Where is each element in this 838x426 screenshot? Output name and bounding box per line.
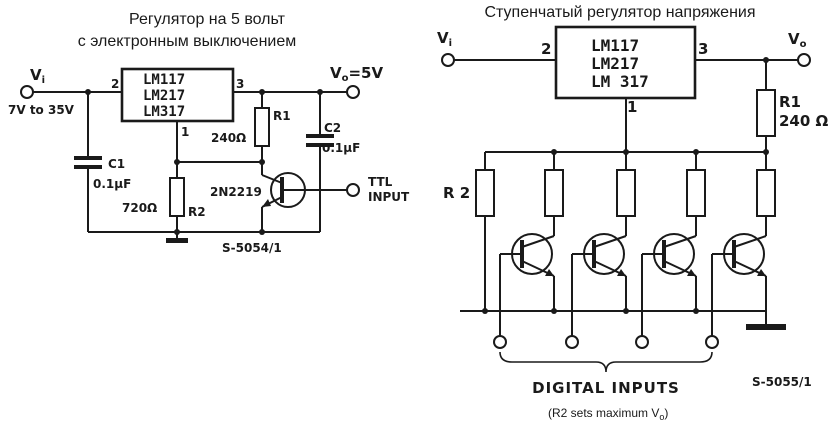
left-pin-in: 2 xyxy=(111,77,119,91)
right-note: (R2 sets maximum Vo) xyxy=(548,406,668,422)
left-r1-value: 240Ω xyxy=(211,131,246,145)
digital-input-1[interactable] xyxy=(493,335,507,349)
right-transistor-2 xyxy=(571,233,627,336)
left-ttl-input[interactable]: TTL INPUT xyxy=(346,175,410,204)
left-transistor-2n2219: 2N2219 xyxy=(210,162,347,232)
left-vout-label: Vo=5V xyxy=(330,64,383,84)
left-chip-line-3: LM317 xyxy=(143,104,185,120)
right-transistor-1 xyxy=(499,233,555,336)
right-r1-name: R1 xyxy=(779,93,801,111)
digital-input-2[interactable] xyxy=(565,335,579,349)
digital-input-4[interactable] xyxy=(705,335,719,349)
right-regulator-chip: LM117 LM217 LM 317 2 3 1 xyxy=(541,25,708,116)
left-c2-capacitor: C2 0.1μF xyxy=(306,89,360,232)
left-c2-name: C2 xyxy=(324,121,341,135)
left-transistor-label: 2N2219 xyxy=(210,185,262,199)
left-r1-name: R1 xyxy=(273,109,291,123)
right-pin-adj: 1 xyxy=(627,98,637,116)
right-vout-label: Vo xyxy=(788,30,807,50)
right-inputs-label: DIGITAL INPUTS xyxy=(532,379,680,397)
right-input-terminal: Vi xyxy=(437,29,556,67)
right-diagram-code: S-5055/1 xyxy=(752,375,812,389)
right-r1-resistor: R1 240 Ω xyxy=(756,57,829,170)
left-vin-range: 7V to 35V xyxy=(8,103,75,117)
right-transistor-4 xyxy=(711,233,767,336)
left-ground xyxy=(88,229,320,243)
right-schematic: Ступенчатый регулятор напряжения Vi LM11… xyxy=(437,4,829,422)
right-output-terminal: Vo xyxy=(695,30,811,67)
left-input-terminal: Vi 7V to 35V xyxy=(8,66,122,117)
right-transistor-3 xyxy=(641,233,697,336)
left-ttl-line2: INPUT xyxy=(368,190,410,204)
right-inputs-brace xyxy=(499,351,713,373)
left-output-terminal: Vo=5V xyxy=(233,64,383,99)
right-chip-line-3: LM 317 xyxy=(591,72,649,91)
left-vin-label: Vi xyxy=(30,66,45,86)
left-r2-value: 720Ω xyxy=(122,201,157,215)
left-diagram-code: S-5054/1 xyxy=(222,241,282,255)
left-r1-resistor: R1 240Ω xyxy=(211,89,291,162)
right-digital-input-terminals xyxy=(493,335,719,349)
right-vin-label: Vi xyxy=(437,29,452,49)
left-title-line2: с электронным выключением xyxy=(78,33,296,50)
right-r1-value: 240 Ω xyxy=(779,112,829,130)
right-ground xyxy=(460,308,786,330)
left-title-line1: Регулятор на 5 вольт xyxy=(129,11,286,28)
right-pin-out: 3 xyxy=(698,40,708,58)
left-pin-out: 3 xyxy=(236,77,244,91)
left-c2-value: 0.1μF xyxy=(322,141,360,155)
left-pin-adj: 1 xyxy=(181,125,189,139)
left-c1-capacitor: C1 0.1μF xyxy=(74,89,131,232)
right-chip-line-2: LM217 xyxy=(591,54,639,73)
left-schematic: Регулятор на 5 вольт с электронным выклю… xyxy=(8,11,410,255)
left-chip-line-2: LM217 xyxy=(143,88,185,104)
left-ttl-line1: TTL xyxy=(368,175,393,189)
right-collector-resistors xyxy=(544,152,776,236)
digital-input-3[interactable] xyxy=(635,335,649,349)
left-chip-line-1: LM117 xyxy=(143,72,185,88)
left-c1-name: C1 xyxy=(108,157,125,171)
right-r2-name: R 2 xyxy=(443,184,470,202)
right-title: Ступенчатый регулятор напряжения xyxy=(484,4,755,21)
left-c1-value: 0.1μF xyxy=(93,177,131,191)
right-chip-line-1: LM117 xyxy=(591,36,639,55)
left-r2-name: R2 xyxy=(188,205,206,219)
left-r2-resistor: R2 720Ω xyxy=(122,177,206,238)
right-pin-in: 2 xyxy=(541,40,551,58)
right-r2-resistor: R 2 xyxy=(443,152,495,311)
